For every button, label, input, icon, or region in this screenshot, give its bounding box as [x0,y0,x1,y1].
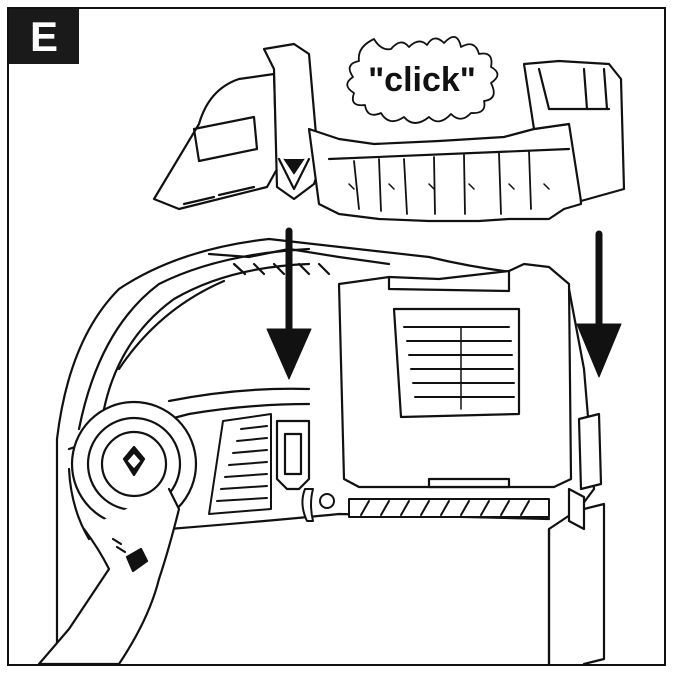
battery-cover [337,262,573,489]
right-latch [567,412,606,664]
left-latch [275,419,311,491]
down-arrow-right [576,230,622,378]
click-sound-label: "click" [368,61,476,99]
assembly-illustration: "click" [37,36,626,664]
handle-arm [37,467,181,664]
illustration-frame: E [7,7,666,666]
bottom-slats [301,488,550,522]
click-burst [346,36,499,124]
side-vent [208,413,272,515]
top-cover [152,42,626,223]
down-arrow-left [266,227,312,380]
step-label: E [9,9,79,64]
